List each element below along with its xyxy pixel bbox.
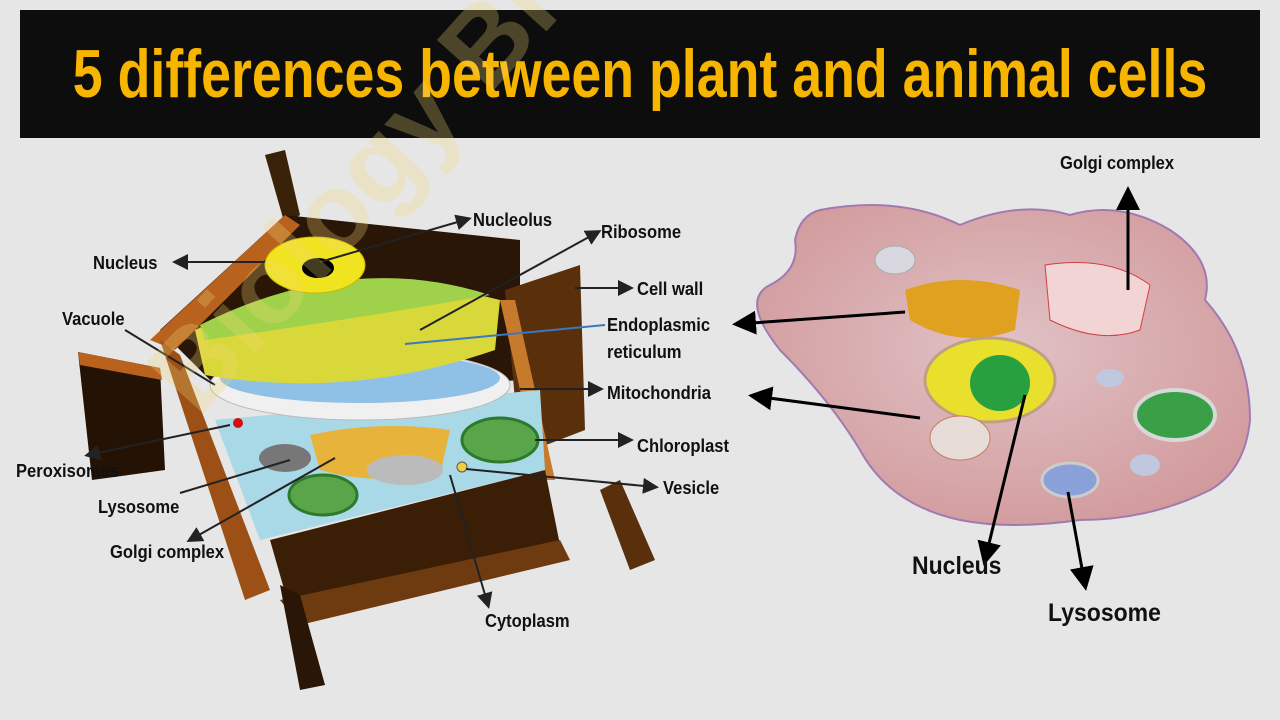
animal-label-arrows [732, 186, 1140, 591]
animal-cell [756, 204, 1252, 526]
label-vacuole: Vacuole [62, 309, 125, 329]
title-banner: 5 differences between plant and animal c… [20, 10, 1260, 138]
plant-label-arrows [84, 214, 659, 609]
page-title: 5 differences between plant and animal c… [72, 36, 1208, 112]
label-mitochondria: Mitochondria [607, 383, 711, 403]
label-vesicle: Vesicle [663, 478, 720, 498]
animal-label-golgi-complex: Golgi complex [1060, 153, 1175, 173]
animal-label-nucleus: Nucleus [912, 552, 1002, 580]
label-er-line2: reticulum [607, 342, 682, 362]
label-cell-wall: Cell wall [637, 279, 704, 299]
animal-label-lysosome: Lysosome [1048, 599, 1161, 627]
label-chloroplast: Chloroplast [637, 436, 730, 456]
label-nucleolus: Nucleolus [473, 210, 553, 230]
label-peroxisomes: Peroxisomes [16, 461, 120, 481]
label-ribosome: Ribosome [601, 222, 682, 242]
label-cytoplasm: Cytoplasm [485, 611, 570, 631]
plant-cell [78, 150, 655, 690]
label-nucleus: Nucleus [93, 253, 158, 273]
label-lysosome: Lysosome [98, 497, 180, 517]
label-golgi-complex: Golgi complex [110, 542, 225, 562]
label-er-line1: Endoplasmic [607, 315, 711, 335]
